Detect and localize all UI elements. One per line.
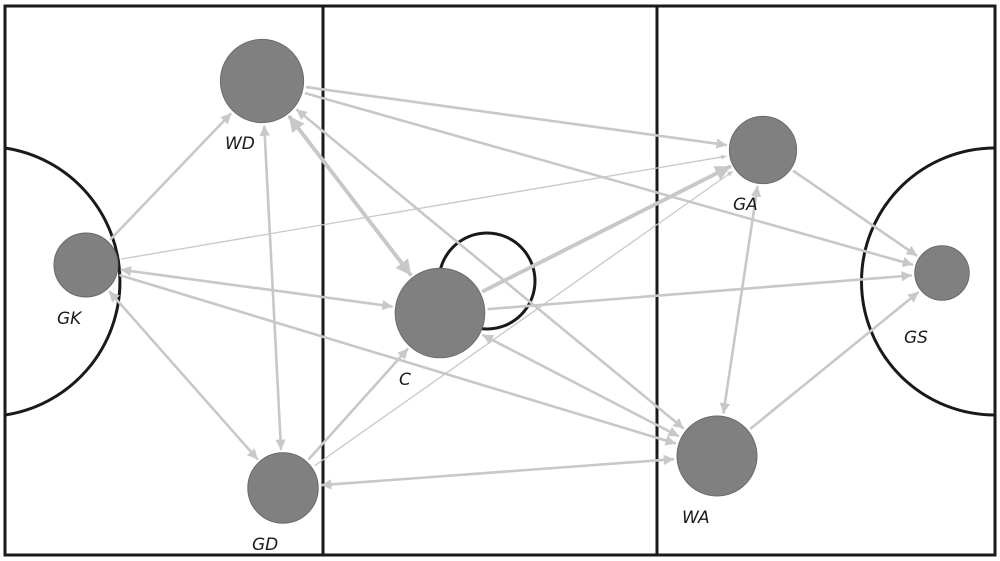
player-node-wa — [676, 415, 758, 497]
pass-wd-c — [287, 115, 413, 277]
pass-gk-gd — [108, 290, 259, 460]
player-label-gd: GD — [252, 535, 278, 555]
pass-gk-ga — [120, 154, 727, 260]
player-node-ga — [728, 115, 798, 185]
player-node-gs — [914, 245, 970, 301]
pass-wa-ga — [719, 185, 762, 414]
pass-gd-c — [307, 347, 409, 461]
pass-wd-ga — [305, 85, 728, 149]
pass-arrows — [108, 85, 920, 490]
player-label-c: C — [399, 370, 411, 390]
pass-c-ga — [481, 164, 732, 293]
pass-wd-gs — [304, 92, 914, 267]
player-labels: GK WD GD C GA WA GS — [57, 134, 928, 555]
player-label-ga: GA — [733, 195, 758, 215]
pass-c-wa — [482, 334, 680, 438]
player-label-gk: GK — [57, 309, 83, 329]
player-nodes — [53, 38, 970, 524]
pass-wd-gd — [259, 125, 286, 451]
pass-ga-gs — [792, 170, 918, 257]
pass-gk-wd — [109, 112, 232, 241]
player-label-wd: WD — [225, 134, 255, 154]
player-node-gk — [53, 232, 119, 298]
pass-wa-gs — [749, 291, 920, 430]
player-node-gd — [247, 452, 319, 524]
player-node-c — [394, 267, 486, 359]
pass-c-gs — [487, 271, 913, 311]
right-shooting-circle — [860, 146, 996, 417]
pass-gd-wa — [320, 454, 675, 490]
player-label-gs: GS — [904, 328, 928, 348]
player-label-wa: WA — [682, 508, 710, 528]
pass-wd-wa — [295, 108, 685, 430]
player-node-wd — [219, 38, 305, 124]
pass-gd-ga — [314, 170, 733, 467]
court-boundary — [3, 4, 997, 557]
left-shooting-circle — [4, 146, 122, 417]
